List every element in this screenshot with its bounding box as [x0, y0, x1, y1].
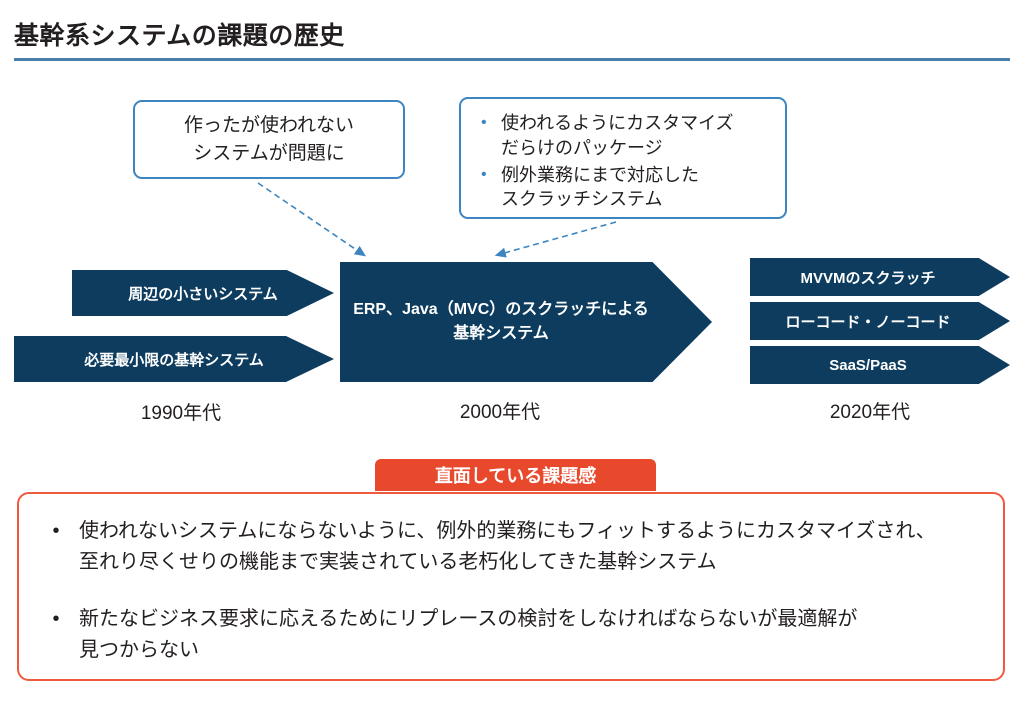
bullet-icon: • [52, 608, 60, 630]
bullet-icon: • [481, 165, 487, 183]
callout-left-text: 作ったが使われない システムが問題に [184, 112, 354, 167]
current-issues-banner: 直面している課題感 [375, 459, 656, 491]
arrow-label: ERP、Java（MVC）のスクラッチによる 基幹システム [353, 298, 649, 346]
issue-item-text: 新たなビジネス要求に応えるためにリプレースの検討をしなければならないが最適解が … [79, 604, 985, 666]
era-label-2020s: 2020年代 [829, 402, 911, 423]
bullet-icon: • [481, 114, 487, 131]
title-divider [14, 58, 1010, 61]
issue-item-line1: 使われないシステムにならないように、例外的業務にもフィットするようにカスタマイズ… [79, 520, 936, 542]
callout-right-item: • 使われるようにカスタマイズ だらけのパッケージ [475, 111, 775, 161]
callout-left-line1: 作ったが使われない [183, 114, 355, 136]
callout-right: • 使われるようにカスタマイズ だらけのパッケージ • 例外業務にまで対応した … [459, 97, 787, 219]
arrow-erp-java-scratch: ERP、Java（MVC）のスクラッチによる 基幹システム [340, 262, 712, 382]
era-label-2000s: 2000年代 [459, 402, 541, 423]
callout-right-item-text: 使われるようにカスタマイズ だらけのパッケージ [501, 111, 775, 161]
arrow-lowcode-nocode: ローコード・ノーコード [750, 302, 1010, 340]
callout-right-item: • 例外業務にまで対応した スクラッチシステム [475, 163, 775, 213]
callout-left-line2: システムが問題に [193, 142, 345, 164]
arrow-mvvm-scratch: MVVMのスクラッチ [750, 258, 1010, 296]
callout-right-item-line2: だらけのパッケージ [501, 137, 663, 158]
issue-item-line2: 見つからない [79, 639, 199, 661]
bullet-icon: • [52, 520, 60, 542]
issue-item: • 新たなビジネス要求に応えるためにリプレースの検討をしなければならないが最適解… [33, 604, 985, 666]
arrow-peripheral-small-systems: 周辺の小さいシステム [72, 270, 334, 316]
issue-item: • 使われないシステムにならないように、例外的業務にもフィットするようにカスタマ… [33, 516, 985, 578]
era-label-1990s: 1990年代 [140, 403, 222, 424]
issue-item-line2: 至れり尽くせりの機能まで実装されている老朽化してきた基幹システム [79, 551, 717, 573]
arrow-label: MVVMのスクラッチ [800, 269, 936, 287]
callout-left: 作ったが使われない システムが問題に [133, 100, 405, 179]
callout-right-item-line1: 例外業務にまで対応した [501, 164, 699, 185]
arrow-label-line2: 基幹システム [453, 325, 549, 342]
arrow-label: SaaS/PaaS [829, 356, 907, 374]
current-issues-box: • 使われないシステムにならないように、例外的業務にもフィットするようにカスタマ… [17, 492, 1005, 681]
arrow-label: ローコード・ノーコード [785, 313, 951, 331]
callout-right-item-text: 例外業務にまで対応した スクラッチシステム [501, 163, 775, 213]
arrow-saas-paas: SaaS/PaaS [750, 346, 1010, 384]
arrow-label-line1: ERP、Java（MVC）のスクラッチによる [353, 301, 649, 318]
callout-right-item-line1: 使われるようにカスタマイズ [501, 113, 734, 133]
issue-item-text: 使われないシステムにならないように、例外的業務にもフィットするようにカスタマイズ… [79, 516, 985, 578]
issue-item-line1: 新たなビジネス要求に応えるためにリプレースの検討をしなければならないが最適解が [79, 608, 858, 630]
arrow-label: 必要最小限の基幹システム [84, 351, 264, 369]
arrow-label: 周辺の小さいシステム [128, 285, 278, 303]
callout-right-item-line2: スクラッチシステム [501, 189, 663, 210]
page-title: 基幹系システムの課題の歴史 [14, 22, 345, 50]
arrow-minimal-core-system: 必要最小限の基幹システム [14, 336, 334, 382]
